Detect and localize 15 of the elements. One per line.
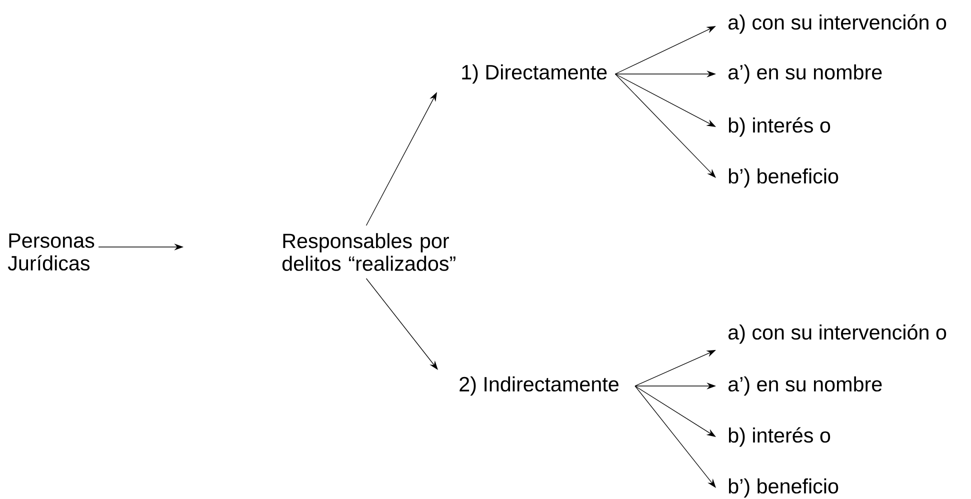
label-text: a’) en su nombre — [728, 376, 882, 396]
label-text: Personas Jurídicas — [8, 233, 94, 271]
label-text: b’) beneficio — [728, 168, 838, 188]
label-text: 1) Directamente — [462, 64, 607, 84]
label-text: b) interés o — [728, 117, 830, 137]
label-text: b’) beneficio — [728, 478, 838, 498]
arrow — [366, 278, 438, 370]
label-text: a’) en su nombre — [728, 64, 882, 84]
arrow — [634, 386, 716, 488]
label-text: b) interés o — [728, 427, 830, 447]
arrow — [614, 74, 716, 178]
label-text: Responsables por delitos “realizados” — [282, 233, 456, 271]
label-text: 2) Indirectamente — [460, 376, 618, 396]
label-text: a) con su intervención o — [728, 14, 946, 34]
label-text: a) con su intervención o — [728, 324, 946, 344]
